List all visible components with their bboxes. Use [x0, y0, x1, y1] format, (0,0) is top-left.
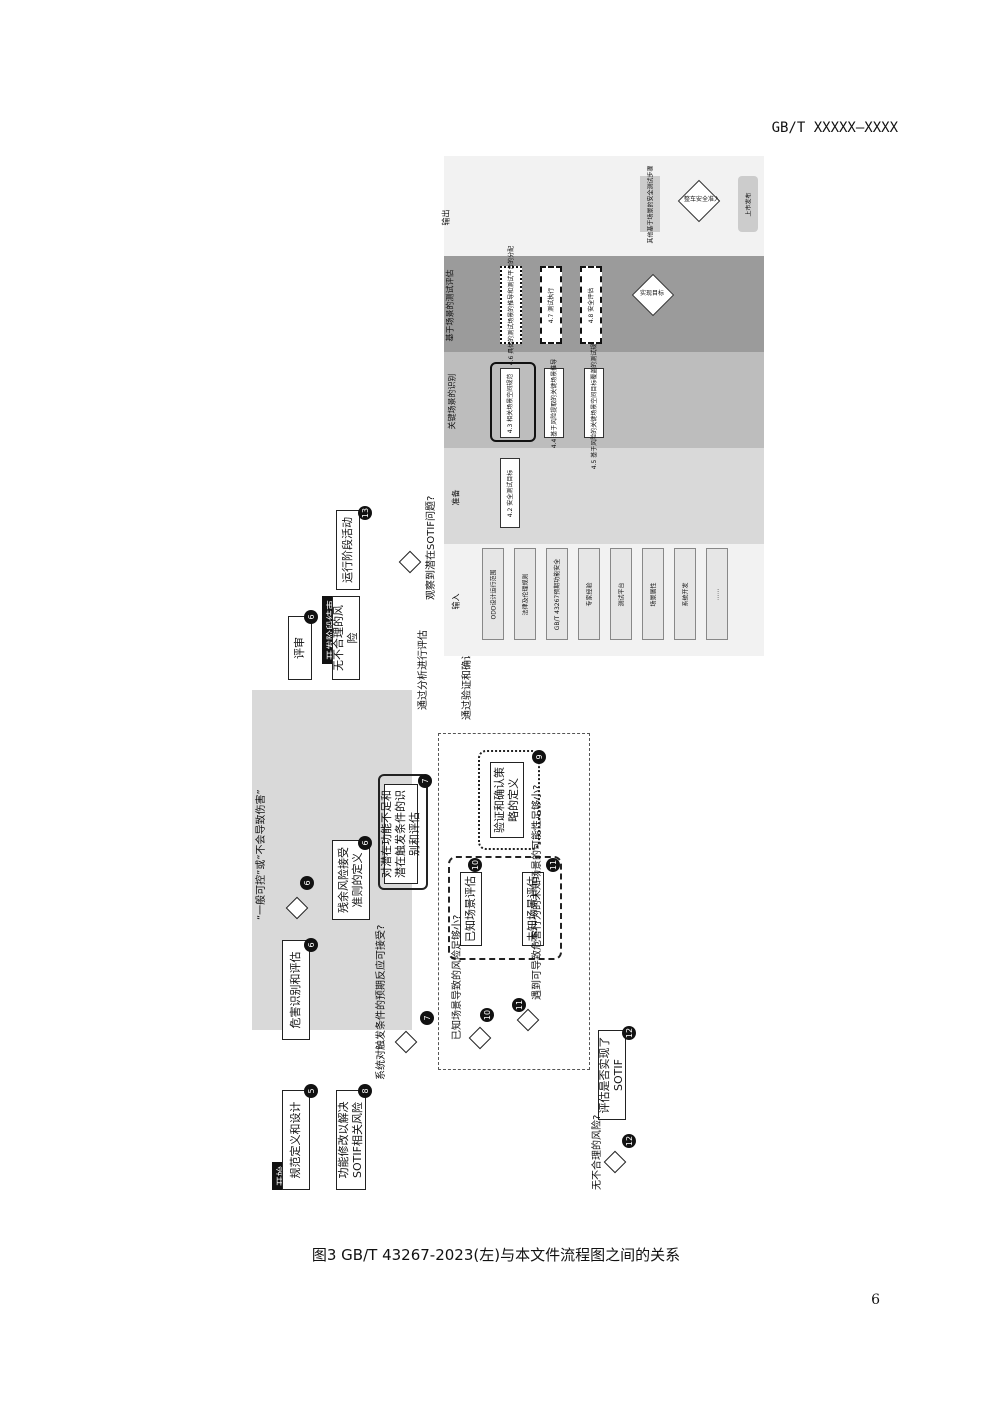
step-num: 6 — [304, 610, 318, 624]
right-process-diagram: 输出 基于场景的测试评估 关键场景的识别 准备 输入 ODD设计运行范围 法律及… — [441, 156, 764, 656]
test-box: 4.8 安全评估 — [580, 266, 602, 344]
residual-box: 残余风险接受准则的定义 — [332, 840, 370, 920]
known-question: 已知场景导致的风险足够小? — [452, 914, 463, 1040]
unreasonable-diamond — [603, 1150, 627, 1174]
hazard-box: 危害识别和评估 — [282, 940, 310, 1040]
unknown-question: 遇到可导致危害行为的未知场景的可能性足够小? — [532, 784, 543, 1000]
analysis-note: 通过分析进行评估 — [418, 630, 429, 710]
band-critical — [444, 352, 764, 448]
band-test — [444, 256, 764, 352]
step-num: 11 — [512, 998, 526, 1012]
spec-design-box: 规范定义和设计 — [282, 1090, 310, 1190]
test-box: 4.6 具体的测试场景的推导和测试平台的分配 — [500, 245, 522, 365]
band-prep — [444, 448, 764, 544]
band-output — [444, 156, 764, 256]
input-doc: 场景属性 — [642, 548, 664, 640]
step-num: 12 — [622, 1134, 636, 1148]
input-doc: GB/T 43267预期功能安全 — [546, 548, 568, 640]
insufficiency-box: 对潜在功能不足和潜在触发条件的识别和评估 — [380, 784, 421, 884]
test-box: 4.7 测试执行 — [540, 266, 562, 344]
band-label-output: 输出 — [441, 209, 451, 226]
input-doc: …… — [706, 548, 728, 640]
page-number: 6 — [871, 1292, 880, 1308]
input-doc: 法律及伦理规则 — [514, 548, 536, 640]
further-box: 其他基于场景的安全测试步骤 — [640, 165, 660, 243]
operation-box: 运行阶段活动 — [336, 510, 360, 590]
standard-id: GB/T XXXXX—XXXX — [771, 120, 898, 136]
step-num: 5 — [304, 1084, 318, 1098]
step-num: 6 — [358, 836, 372, 850]
modify-box: 功能修改以解决SOTIF相关风险 — [336, 1090, 366, 1190]
step-num: 11 — [546, 858, 560, 872]
review-box: 评审 — [288, 616, 312, 680]
step-num: 8 — [358, 1084, 372, 1098]
crit-box: 4.5 基于风险的关键场景空间目标覆盖的测试规范 — [584, 337, 604, 469]
crit-box: 4.3 相关场景空间规范 — [500, 368, 520, 438]
known-box: 已知场景评估 — [460, 872, 482, 946]
band-label-input: 输入 — [451, 593, 461, 610]
step-num: 6 — [304, 938, 318, 952]
achieve-label: 实现目标 — [640, 290, 665, 297]
unreasonable-question: 无不合理的风险? — [592, 1114, 603, 1190]
crit-box: 4.4 基于风险提取的关键场景推导 — [544, 358, 564, 448]
step-num: 7 — [420, 1011, 434, 1025]
figure-caption: 图3 GB/T 43267-2023(左)与本文件流程图之间的关系 — [311, 1246, 681, 1264]
launch-box: 上市发布 — [738, 176, 758, 232]
band-label-test: 基于场景的测试评估 — [445, 269, 455, 342]
step-num: 13 — [358, 506, 372, 520]
reaction-diamond — [394, 1030, 418, 1054]
observe-diamond — [398, 550, 422, 574]
step-num: 12 — [622, 1026, 636, 1040]
controllable-question: “一般可控”或“不会导致伤害” — [256, 789, 267, 920]
step-num: 10 — [480, 1008, 494, 1022]
reaction-question: 系统对触发条件的预期反应可接受? — [376, 924, 387, 1080]
input-doc: 系统开发 — [674, 548, 696, 640]
step-num: 6 — [300, 876, 314, 890]
step-num: 10 — [468, 858, 482, 872]
verify-def-box: 验证和确认策略的定义 — [490, 762, 524, 838]
input-doc: ODD设计运行范围 — [482, 548, 504, 640]
step-num: 9 — [532, 750, 546, 764]
overall-label: 整车安全准入 — [684, 196, 721, 203]
eval-sotif-box: 评估是否实现了SOTIF — [598, 1030, 626, 1120]
no-unreasonable-box: 无不合理的风险 — [332, 596, 360, 680]
band-label-critical: 关键场景的识别 — [447, 373, 457, 430]
prep-box: 4.2 安全测试目标 — [500, 458, 520, 528]
step-num: 7 — [418, 774, 432, 788]
input-doc: 专家经验 — [578, 548, 600, 640]
critical-frame — [490, 362, 536, 442]
input-doc: 测试平台 — [610, 548, 632, 640]
observe-question: 观察到潜在SOTIF问题? — [426, 495, 437, 600]
band-label-prep: 准备 — [451, 489, 461, 506]
